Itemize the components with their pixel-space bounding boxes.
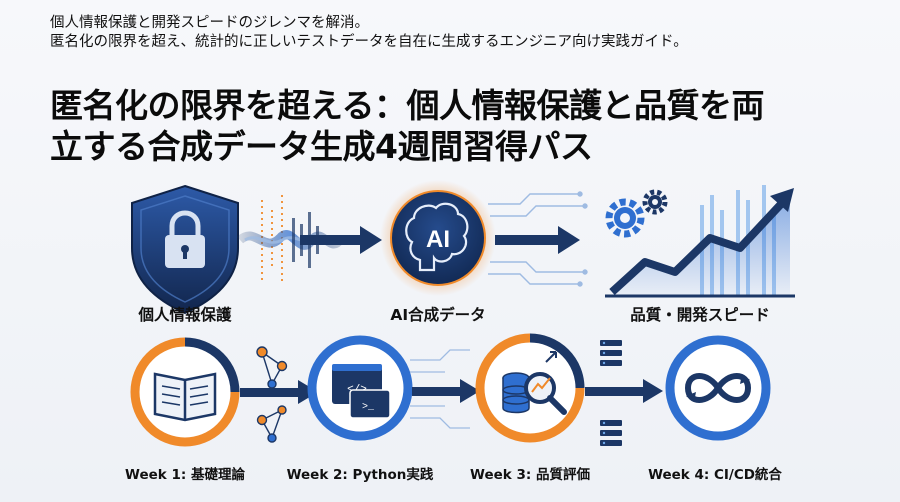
arrow-right-icon xyxy=(300,226,382,254)
gear-icon xyxy=(605,189,668,238)
arrow-right-icon-2 xyxy=(495,226,580,254)
week3-label: Week 3: 品質評価 xyxy=(470,467,590,483)
circuit-lines-graphic xyxy=(488,191,588,287)
week4-cicd-loop-icon xyxy=(665,335,771,441)
subtitle: 個人情報保護と開発スピードのジレンマを解消。 匿名化の限界を超え、統計的に正しい… xyxy=(50,14,688,52)
week2-code-window-icon: </> >_ xyxy=(307,335,413,441)
title-line-1: 匿名化の限界を超える：個人情報保護と品質を両 xyxy=(50,86,765,125)
week3-quality-check-icon xyxy=(475,333,585,443)
quality-speed-label: 品質・開発スピード xyxy=(630,306,770,324)
ai-brain-icon: AI xyxy=(380,180,496,296)
network-nodes-icon xyxy=(256,346,288,443)
week1-book-icon xyxy=(130,337,240,447)
circuit-lines-graphic-2 xyxy=(410,349,470,429)
privacy-label: 個人情報保護 xyxy=(138,306,232,324)
subtitle-line-1: 個人情報保護と開発スピードのジレンマを解消。 xyxy=(50,15,369,31)
page-title: 匿名化の限界を超える：個人情報保護と品質を両 立する合成データ生成4週間習得パス xyxy=(50,85,765,167)
week2-label: Week 2: Python実践 xyxy=(286,467,434,483)
arrow-right-icon-3 xyxy=(240,380,318,404)
shield-lock-icon xyxy=(131,184,239,315)
subtitle-line-2: 匿名化の限界を超え、統計的に正しいテストデータを自在に生成するエンジニア向け実践… xyxy=(50,34,688,50)
ai-synthetic-data-label: AI合成データ xyxy=(390,306,486,324)
server-stack-icon xyxy=(600,340,622,446)
svg-text:>_: >_ xyxy=(362,402,375,413)
week4-label: Week 4: CI/CD統合 xyxy=(648,467,782,483)
arrow-right-icon-4 xyxy=(412,379,480,403)
ai-badge-text: AI xyxy=(426,226,450,253)
arrow-right-icon-5 xyxy=(585,379,663,403)
week1-label: Week 1: 基礎理論 xyxy=(125,467,245,483)
rising-chart-icon xyxy=(605,185,795,298)
title-line-2: 立する合成データ生成4週間習得パス xyxy=(50,127,593,166)
